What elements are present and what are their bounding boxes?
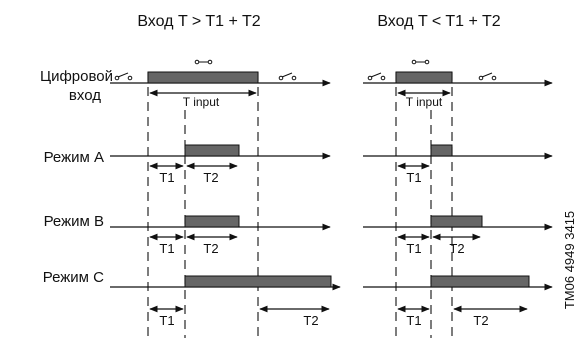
input-pulse-bar [395,71,453,84]
header-right: Вход T < T1 + T2 [377,13,500,30]
t1-label: T1 [159,313,174,328]
digital-input-left: T input [110,59,331,109]
t2-label: T2 [203,241,218,256]
t2-label: T2 [473,313,488,328]
output-pulse-bar [430,275,530,288]
t-input-label: T input [406,95,443,109]
switch-open-icon [367,72,386,81]
mode-c-right: T1 T2 [363,275,553,328]
t1-label: T1 [406,170,421,185]
digital-input-right: T input [363,59,553,109]
row-label-digital-input-2: вход [69,87,101,104]
output-pulse-bar [430,144,453,157]
switch-open-icon [114,72,133,81]
t2-label: T2 [303,313,318,328]
mode-b-left: T1 T2 [110,215,331,256]
mode-a-right: T1 [363,144,553,185]
t2-label: T2 [203,170,218,185]
t1-label: T1 [159,241,174,256]
row-label-mode-c: Режим C [43,269,104,286]
output-pulse-bar [184,215,240,228]
t-input-label: T input [183,95,220,109]
output-pulse-bar [184,144,240,157]
mode-c-left: T1 T2 [110,275,341,328]
t1-label: T1 [406,241,421,256]
switch-open-icon [278,72,297,81]
row-label-digital-input-1: Цифровой [40,68,113,85]
t2-label: T2 [449,241,464,256]
mode-a-left: T1 T2 [110,144,331,185]
mode-b-right: T1 T2 [363,215,553,256]
row-label-mode-a: Режим A [44,149,104,166]
figure-code: TM06 4949 3415 [562,211,577,309]
t1-label: T1 [159,170,174,185]
switch-closed-icon [194,59,213,65]
t1-label: T1 [406,313,421,328]
switch-closed-icon [411,59,430,65]
header-left: Вход T > T1 + T2 [137,13,260,30]
row-label-mode-b: Режим B [44,213,104,230]
output-pulse-bar [430,215,483,228]
switch-open-icon [478,72,497,81]
output-pulse-bar [184,275,332,288]
input-pulse-bar [147,71,259,84]
